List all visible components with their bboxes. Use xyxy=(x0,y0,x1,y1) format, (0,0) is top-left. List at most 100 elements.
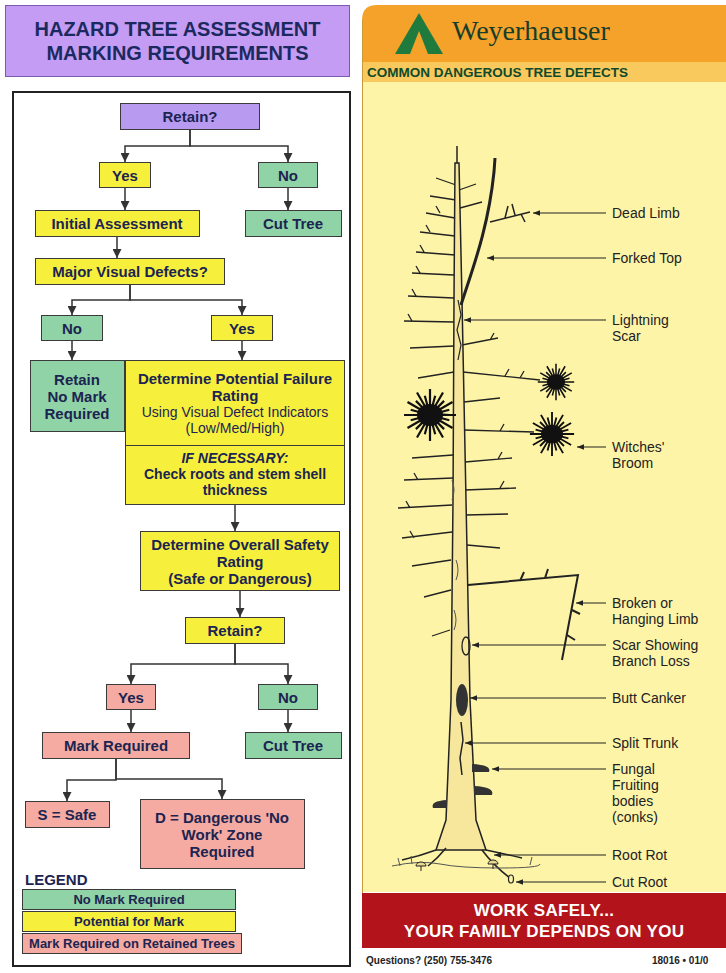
result-box: S = Safe xyxy=(25,801,110,828)
node-text: Retain? xyxy=(207,622,262,639)
witches-broom xyxy=(404,389,456,441)
result-box: D = Dangerous 'No Work' Zone Required xyxy=(140,799,305,869)
hanging-limb xyxy=(468,569,580,660)
legend-text: Potential for Mark xyxy=(74,914,184,929)
answer-box: Yes xyxy=(106,684,156,710)
decision-box: Retain? xyxy=(185,617,285,644)
split-crack xyxy=(460,722,463,775)
defect-label: Root Rot xyxy=(612,847,667,863)
conks xyxy=(433,764,493,808)
node-text: No xyxy=(278,689,298,706)
node-text: YOUR FAMILY DEPENDS ON YOU xyxy=(404,921,685,942)
title-box: HAZARD TREE ASSESSMENT MARKING REQUIREME… xyxy=(5,5,350,77)
flow-arrow xyxy=(71,341,73,360)
flow-arrow xyxy=(234,505,236,531)
leader-line xyxy=(577,447,606,448)
subheader-band xyxy=(362,62,726,82)
branches xyxy=(398,178,540,636)
node-text: (Safe or Dangerous) xyxy=(168,570,311,587)
defect-label: Fungal Fruiting bodies (conks) xyxy=(612,761,674,825)
flow-arrow xyxy=(125,130,190,162)
leader-line xyxy=(465,743,606,744)
header-band xyxy=(362,5,726,62)
node-text: Retain? xyxy=(162,108,217,125)
answer-box: No xyxy=(41,315,103,341)
answer-box: No xyxy=(258,162,318,188)
tree-spire xyxy=(456,146,458,163)
legend-swatch: Mark Required on Retained Trees xyxy=(22,933,242,954)
answer-box: Yes xyxy=(211,315,273,341)
flow-arrow xyxy=(190,130,288,162)
process-box: Determine Overall Safety Rating(Safe or … xyxy=(140,531,340,591)
dead-limb xyxy=(490,204,530,222)
logo-tree xyxy=(395,13,443,54)
node-text: Determine Potential Failure Rating xyxy=(137,370,333,404)
legend-text: No Mark Required xyxy=(73,892,184,907)
leader-line xyxy=(470,698,606,699)
legend-swatch: No Mark Required xyxy=(22,889,236,910)
node-text: D = Dangerous 'No Work' Zone Required xyxy=(152,809,292,860)
defect-label: Butt Canker xyxy=(612,690,686,706)
diagram-title: HAZARD TREE ASSESSMENT MARKING REQUIREME… xyxy=(6,17,349,65)
card-heading: COMMON DANGEROUS TREE DEFECTS xyxy=(367,65,628,81)
leader-line xyxy=(464,320,606,321)
witches-broom xyxy=(538,364,574,400)
leader-line xyxy=(516,882,606,883)
flow-arrow xyxy=(124,188,126,210)
defect-label: Dead Limb xyxy=(612,205,680,221)
flow-arrow xyxy=(67,759,116,801)
node-text: Cut Tree xyxy=(263,737,323,754)
trunk xyxy=(436,163,486,850)
form-number: 18016 • 01/0 xyxy=(652,955,708,967)
defect-label: Split Trunk xyxy=(612,735,678,751)
result-box: Mark Required xyxy=(42,732,190,759)
legend-text: Mark Required on Retained Trees xyxy=(29,936,235,951)
defect-label: Witches' Broom xyxy=(612,439,682,471)
legend-heading: LEGEND xyxy=(25,871,88,888)
flow-arrow xyxy=(72,285,130,315)
flow-arrow xyxy=(130,710,132,732)
contact-note: Questions? (250) 755-3476 xyxy=(366,955,492,967)
leader-line xyxy=(487,258,606,259)
cut-root-end xyxy=(509,875,514,883)
node-text: No xyxy=(278,167,298,184)
decision-box: Major Visual Defects? xyxy=(35,258,225,285)
flow-arrow xyxy=(131,644,235,684)
box-section: Determine Potential Failure RatingUsing … xyxy=(126,361,344,445)
flow-arrow xyxy=(235,644,288,684)
node-text: Cut Tree xyxy=(263,215,323,232)
mushrooms xyxy=(416,860,498,871)
defect-label: Lightning Scar xyxy=(612,312,682,344)
flowchart-panel xyxy=(13,92,350,966)
logo-notch xyxy=(410,31,428,54)
slogan-band: WORK SAFELY...YOUR FAMILY DEPENDS ON YOU xyxy=(362,893,726,948)
butt-canker xyxy=(456,684,468,716)
lightning-scar xyxy=(457,300,461,360)
node-text: No xyxy=(62,320,82,337)
node-text: Initial Assessment xyxy=(51,215,182,232)
node-text: Check roots and stem shell thickness xyxy=(137,466,333,498)
forked-top xyxy=(461,158,495,305)
defect-label: Forked Top xyxy=(612,250,682,266)
illustration-panel xyxy=(362,82,726,892)
leader-line xyxy=(492,769,606,770)
witches-broom xyxy=(530,412,574,456)
card-edge xyxy=(362,20,363,948)
node-text: Mark Required xyxy=(64,737,168,754)
legend-swatch: Potential for Mark xyxy=(22,911,236,932)
ground xyxy=(392,856,540,868)
action-box: Cut Tree xyxy=(245,210,342,237)
node-text: Yes xyxy=(118,689,144,706)
defect-label: Cut Root xyxy=(612,874,667,890)
roots xyxy=(402,848,522,878)
bark-marks xyxy=(452,480,458,630)
answer-box: No xyxy=(258,684,318,710)
footer-strip xyxy=(362,948,726,973)
flow-arrow xyxy=(116,237,118,258)
flow-arrow xyxy=(130,285,242,315)
action-box: Cut Tree xyxy=(245,732,342,759)
decision-box: Retain? xyxy=(120,103,260,130)
node-text: IF NECESSARY: xyxy=(181,450,288,466)
node-text: Yes xyxy=(229,320,255,337)
